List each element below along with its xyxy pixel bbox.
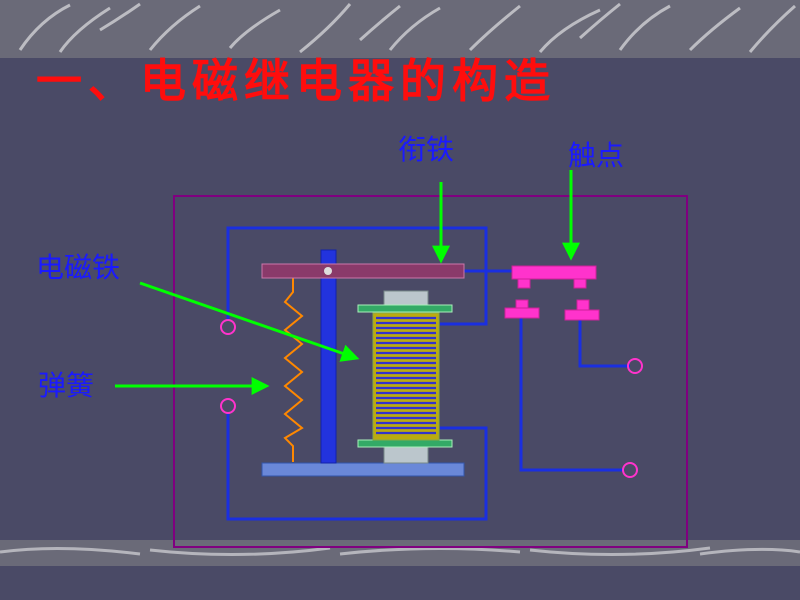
armature [261,263,465,279]
core-bottom [383,445,429,464]
coil-flange-top [357,304,453,313]
contacts [504,265,600,321]
static-contact-left-tip [515,299,529,309]
top-texture-band [0,0,800,58]
pointer-arrows [115,170,580,395]
electromagnet-pointer [139,281,360,362]
static-contact-left [504,307,540,319]
static-contact-right [564,309,600,321]
terminal-left-bottom [220,398,236,414]
relay-frame [173,195,688,548]
slide-title: 一、电磁继电器的构造 [36,54,556,108]
label-contact: 触点 [568,139,625,172]
spring [283,276,304,462]
moving-contact-tip-left [517,278,531,289]
core-top [383,290,429,307]
terminals [220,319,643,478]
bottom-texture-band [0,540,800,566]
electromagnet [357,290,453,464]
terminal-right-top [627,358,643,374]
label-spring: 弹簧 [38,369,95,402]
base-plate [261,462,465,477]
coil-windings [376,316,436,435]
moving-contact-bar [511,265,597,280]
terminal-right-bottom [622,462,638,478]
label-armature: 衔铁 [398,133,455,166]
coil-flange-bottom [357,439,453,448]
support-pillar [320,249,337,464]
static-contact-right-tip [576,299,590,311]
moving-contact-tip-right [573,278,587,289]
label-electromagnet: 电磁铁 [36,251,121,284]
armature-pivot [324,267,332,275]
terminal-left-top [220,319,236,335]
circuit-wires [226,226,630,521]
